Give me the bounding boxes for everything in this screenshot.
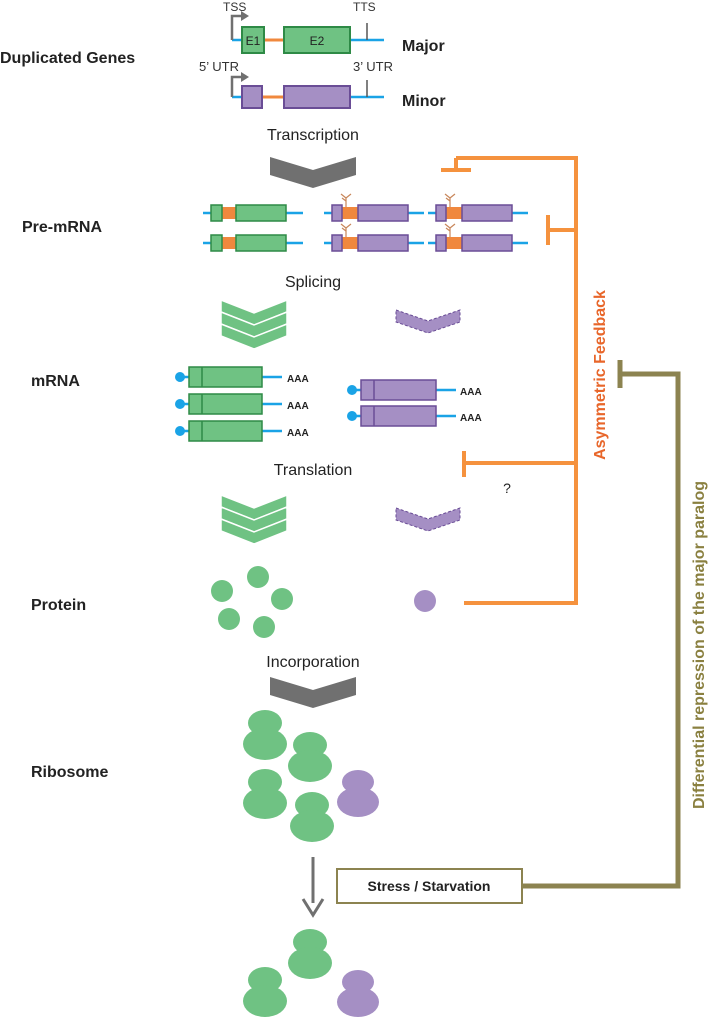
mrna-minor-2: AAA (347, 405, 482, 427)
mrna-major-2: AAA (175, 393, 309, 415)
ribosome-group-upper (243, 710, 379, 842)
exon-e2 (283, 26, 351, 54)
ribosome-major (288, 929, 332, 979)
incorporation-label: Incorporation (266, 654, 359, 671)
translation-minor-arrow-icon (395, 507, 461, 532)
protein-major-dot (253, 616, 275, 638)
mrna-minor: AAA AAA (347, 379, 482, 427)
poly-a-tail: AAA (287, 374, 309, 385)
ribosome-minor (337, 770, 379, 817)
protein-major-dot (271, 588, 293, 610)
differential-repression-lines (523, 360, 681, 889)
exon-e1 (241, 26, 265, 54)
minor-label: Minor (402, 93, 446, 110)
ribosome-major (288, 732, 332, 782)
incorporation-arrow-icon (270, 677, 356, 708)
tss-label: TSS (223, 0, 246, 14)
pre-mrna-minor-a-row-2 (324, 223, 424, 252)
label-mrna: mRNA (31, 373, 80, 390)
e1-label: E1 (246, 34, 261, 48)
protein-bound-icon (340, 223, 352, 237)
asymmetric-feedback-lines (441, 156, 578, 605)
ribosome-major (243, 967, 287, 1017)
major-label: Major (402, 38, 445, 55)
ribosome-group-lower (243, 929, 379, 1017)
cap-icon (347, 385, 357, 395)
poly-a-tail: AAA (287, 401, 309, 412)
ribosome-minor (337, 970, 379, 1017)
ribosome-major (290, 792, 334, 842)
gene-major: E1 E2 TSS TTS Major (223, 0, 445, 55)
translation-label: Translation (274, 462, 353, 479)
splicing-major-arrow-icon (220, 298, 288, 350)
mrna-minor-1: AAA (347, 379, 482, 401)
mrna-major-1: AAA (175, 366, 309, 388)
poly-a-tail: AAA (287, 428, 309, 439)
stress-label: Stress / Starvation (368, 878, 491, 894)
cap-icon (175, 426, 185, 436)
pre-mrna-minor-b-row-2 (428, 223, 528, 252)
label-ribosome: Ribosome (31, 764, 108, 781)
pre-mrna-major-row-1 (203, 204, 303, 222)
stress-box (336, 868, 523, 904)
transcription-label: Transcription (267, 127, 359, 144)
label-duplicated-genes: Duplicated Genes (0, 50, 135, 67)
tss-arrow-icon (230, 14, 244, 40)
cap-icon (175, 399, 185, 409)
pre-mrna-major (203, 204, 303, 252)
pre-mrna-minor-b-row-1 (428, 193, 528, 222)
protein-bound-icon (340, 193, 352, 207)
pre-mrna-major-row-2 (203, 234, 303, 252)
differential-repression-label: Differential repression of the major par… (691, 481, 708, 809)
label-protein: Protein (31, 597, 86, 614)
down-arrow-icon (301, 898, 325, 918)
poly-a-tail: AAA (460, 413, 482, 424)
minor-tss-arrowhead-icon (241, 72, 249, 82)
gene-minor: Minor (230, 72, 446, 110)
poly-a-tail: AAA (460, 387, 482, 398)
protein-major-dot (211, 580, 233, 602)
transcription-arrow-icon (270, 157, 356, 188)
splicing-label: Splicing (285, 274, 341, 291)
cap-icon (175, 372, 185, 382)
protein-minor-dot (414, 590, 436, 612)
pre-mrna-minor-a-row-1 (324, 193, 424, 222)
utr3-label: 3’ UTR (353, 59, 393, 74)
asymmetric-feedback-label: Asymmetric Feedback (592, 290, 609, 460)
splicing-minor-arrow-icon (395, 309, 461, 334)
protein-major-dot (218, 608, 240, 630)
label-pre-mrna: Pre-mRNA (22, 219, 102, 236)
question-mark: ? (503, 480, 511, 496)
tts-label: TTS (353, 0, 376, 14)
protein-major-dot (247, 566, 269, 588)
protein-bound-icon (444, 223, 456, 237)
utr5-label: 5’ UTR (199, 59, 239, 74)
e2-label: E2 (310, 34, 325, 48)
pre-mrna-minor-b (428, 193, 528, 252)
minor-exon-1 (241, 85, 263, 109)
pre-mrna-minor-a (324, 193, 424, 252)
minor-exon-2 (283, 85, 351, 109)
ribosome-major (243, 769, 287, 819)
minor-tss-arrow-icon (230, 75, 244, 97)
cap-icon (347, 411, 357, 421)
mrna-major-3: AAA (175, 420, 309, 442)
tss-arrowhead-icon (241, 11, 249, 21)
protein-bound-icon (444, 193, 456, 207)
mrna-major: AAA AAA AAA (175, 366, 309, 442)
protein-major (211, 566, 293, 638)
ribosome-major (243, 710, 287, 760)
translation-major-arrow-icon (220, 493, 288, 545)
